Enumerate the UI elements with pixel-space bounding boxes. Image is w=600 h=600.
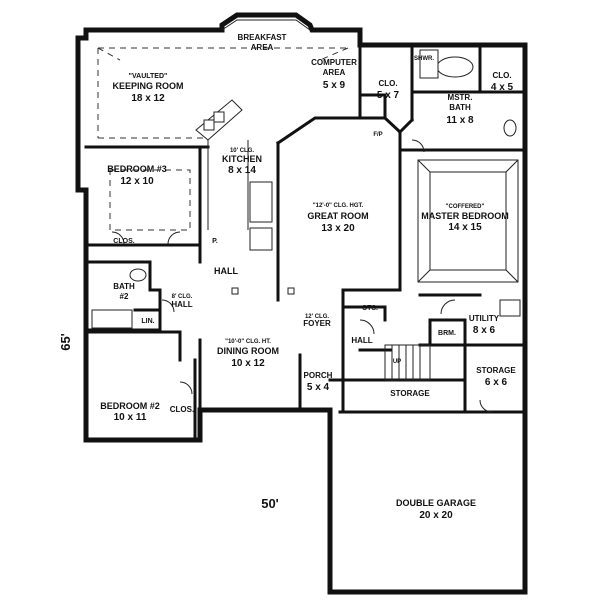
mstr-bath-2: BATH xyxy=(449,103,471,112)
foyer-note: 12' CLG. xyxy=(305,314,329,320)
bedroom2-name: BEDROOM #2 xyxy=(100,401,160,411)
great-size: 13 x 20 xyxy=(321,223,355,234)
kitchen-name: KITCHEN xyxy=(222,154,262,164)
bath2-2: #2 xyxy=(120,292,129,301)
kitchen-note: 10' CLG. xyxy=(230,148,254,154)
doors xyxy=(111,139,493,413)
storage2-name: STORAGE xyxy=(476,366,516,375)
clos2-name: CLOS. xyxy=(170,405,194,414)
interior-walls xyxy=(84,43,527,442)
garage-size: 20 x 20 xyxy=(419,510,453,521)
porch-name: PORCH xyxy=(304,371,333,380)
computer-size: 5 x 9 xyxy=(323,80,346,91)
hall2-note: 8' CLG. xyxy=(172,294,193,300)
exterior-walls xyxy=(75,12,528,595)
hall3-name: HALL xyxy=(351,336,372,345)
clos3-name: CLOS. xyxy=(113,238,134,245)
cts-name: CTS. xyxy=(362,305,378,312)
ceiling-lines xyxy=(97,47,519,283)
clo-b-name: CLO. xyxy=(492,71,511,80)
storage1-name: STORAGE xyxy=(390,389,430,398)
great-note: "12'-0" CLG. HGT. xyxy=(313,203,364,209)
mstr-bath-1: MSTR. xyxy=(448,93,473,102)
keeping-note: "VAULTED" xyxy=(129,73,168,80)
dining-note: "10'-0" CLG. HT. xyxy=(225,339,271,345)
bedroom3-name: BEDROOM #3 xyxy=(107,164,167,174)
foyer-name: FOYER xyxy=(303,319,331,328)
computer-label-1: COMPUTER xyxy=(311,58,357,67)
lin-name: LIN. xyxy=(141,318,154,325)
clo-b-size: 4 x 5 xyxy=(491,82,514,93)
clo-a-size: 5 x 7 xyxy=(377,90,400,101)
keeping-size: 18 x 12 xyxy=(131,93,165,104)
great-name: GREAT ROOM xyxy=(307,211,368,221)
keeping-name: KEEPING ROOM xyxy=(112,81,183,91)
storage2-size: 6 x 6 xyxy=(485,377,508,388)
fixtures xyxy=(91,49,521,329)
porch-size: 5 x 4 xyxy=(307,382,330,393)
utility-name: UTILITY xyxy=(469,314,500,323)
shwr-name: SHWR. xyxy=(414,56,434,62)
master-size: 14 x 15 xyxy=(448,222,482,233)
hall1-name: HALL xyxy=(214,266,238,276)
fp-name: F/P xyxy=(373,132,382,138)
garage-name: DOUBLE GARAGE xyxy=(396,498,476,508)
width-dimension: 50' xyxy=(261,496,279,511)
breakfast-label-2: AREA xyxy=(251,43,274,52)
room-labels: BREAKFAST AREA COMPUTER AREA 5 x 9 "VAUL… xyxy=(100,33,516,521)
hall2-name: HALL xyxy=(171,300,192,309)
master-note: "COFFERED" xyxy=(446,204,485,210)
mstr-bath-size: 11 x 8 xyxy=(446,115,474,126)
kitchen-size: 8 x 14 xyxy=(228,165,256,176)
pantry-name: P. xyxy=(212,238,218,245)
stairs xyxy=(384,344,431,381)
master-name: MASTER BEDROOM xyxy=(421,211,509,221)
up-label: UP xyxy=(393,359,401,365)
bath2-1: BATH xyxy=(113,282,135,291)
brm-name: BRM. xyxy=(438,330,456,337)
clo-a-name: CLO. xyxy=(378,79,397,88)
dining-size: 10 x 12 xyxy=(231,358,265,369)
depth-dimension: 65' xyxy=(58,333,73,351)
computer-label-2: AREA xyxy=(323,68,346,77)
breakfast-label-1: BREAKFAST xyxy=(238,33,287,42)
bedroom2-size: 10 x 11 xyxy=(114,412,147,423)
bedroom3-size: 12 x 10 xyxy=(120,176,154,187)
utility-size: 8 x 6 xyxy=(473,325,496,336)
dining-name: DINING ROOM xyxy=(217,346,279,356)
